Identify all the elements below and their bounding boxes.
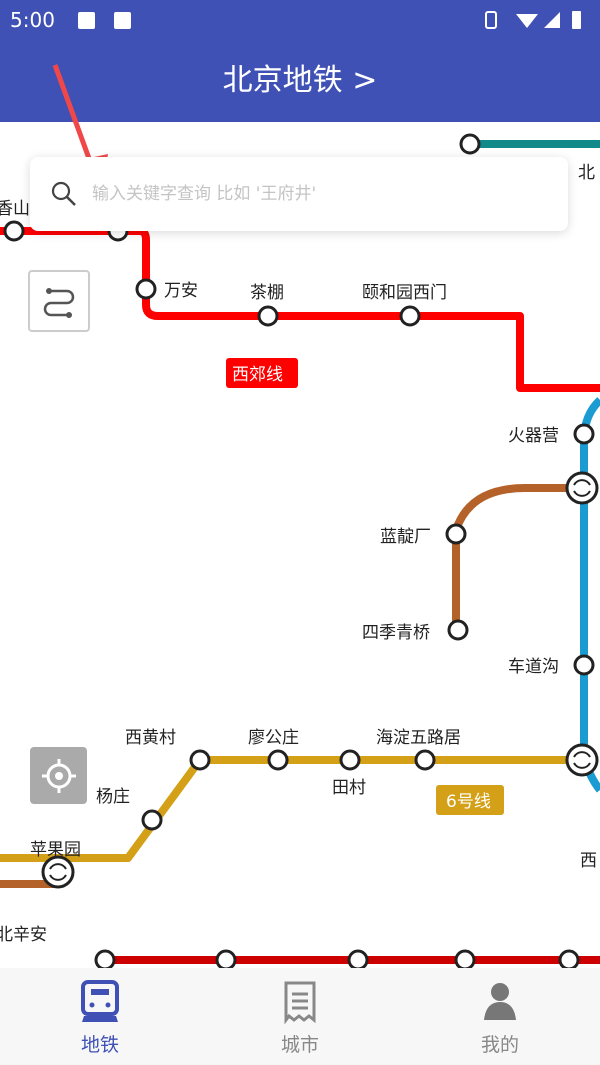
station [459, 133, 481, 155]
transfer-icon [49, 863, 67, 881]
station [447, 619, 469, 641]
search-input[interactable] [92, 184, 532, 204]
station [573, 654, 595, 676]
station-label: 四季青桥 [362, 623, 430, 643]
nav-label: 城市 [280, 1034, 319, 1056]
station [573, 423, 595, 445]
station-label: 廖公庄 [248, 728, 299, 748]
station [135, 278, 157, 300]
bottom-nav: 地铁 城市 我的 [0, 968, 600, 1065]
station [414, 749, 436, 771]
nav-me[interactable]: 我的 [400, 968, 600, 1065]
transfer-station [565, 743, 599, 777]
route-icon [43, 288, 75, 318]
station [454, 949, 476, 968]
train-icon [81, 980, 119, 1022]
station [94, 949, 116, 968]
station-label: 北辛安 [0, 925, 47, 945]
station [3, 220, 25, 242]
nav-subway[interactable]: 地铁 [0, 968, 200, 1065]
nav-label: 我的 [480, 1034, 519, 1056]
station-label: 颐和园西门 [362, 283, 447, 303]
transfer-station [41, 855, 75, 889]
image-notification-icon [78, 12, 95, 29]
station [399, 305, 421, 327]
station-label: 万安 [164, 281, 198, 301]
station [189, 749, 211, 771]
app-notification-icon [114, 12, 131, 29]
search-bar[interactable] [30, 157, 568, 231]
search-icon [51, 181, 76, 206]
station-label: 茶棚 [250, 283, 284, 303]
line6-badge [436, 785, 504, 815]
station [347, 949, 369, 968]
signal-icon [544, 12, 560, 28]
station-label: 西黄村 [125, 728, 176, 748]
city-title-button[interactable]: 北京地铁 > [0, 40, 600, 122]
receipt-icon [284, 981, 316, 1024]
system-status-icons [485, 11, 581, 29]
station [267, 749, 289, 771]
person-icon [484, 983, 516, 1020]
nav-label: 地铁 [80, 1034, 119, 1056]
station-label: 香山 [0, 199, 30, 219]
station-label: 田村 [332, 778, 366, 798]
xijiao-line [0, 227, 600, 392]
line6-name: 6号线 [446, 792, 491, 812]
locate-button[interactable] [30, 747, 87, 804]
brown-line [452, 484, 584, 630]
station-label: 苹果园 [30, 840, 81, 860]
status-bar: 5:00 [0, 0, 600, 40]
station-label: 杨庄 [96, 787, 130, 807]
page-title: 北京地铁 > [222, 63, 378, 98]
station-label: 西 [580, 851, 597, 871]
status-time: 5:00 [10, 8, 55, 32]
blue-line [580, 397, 600, 793]
battery-icon [572, 11, 581, 29]
station [141, 809, 163, 831]
station [445, 523, 467, 545]
xijiao-line-badge [226, 358, 298, 388]
station [339, 749, 361, 771]
station [558, 949, 580, 968]
subway-map[interactable]: 北 香山 万安 茶棚 颐和园西门 西郊线 火器营 蓝靛厂 四季青桥 车道沟 西黄… [0, 122, 600, 968]
station-label: 北 [578, 163, 595, 183]
vibrate-icon [485, 11, 497, 29]
wifi-icon [516, 14, 538, 28]
locate-icon [41, 758, 76, 793]
transfer-station [565, 471, 599, 505]
station-label: 蓝靛厂 [380, 527, 431, 547]
station-label: 火器营 [508, 426, 559, 446]
station-label: 车道沟 [508, 657, 559, 677]
station [257, 305, 279, 327]
transfer-icon [573, 751, 591, 769]
nav-city[interactable]: 城市 [200, 968, 400, 1065]
xijiao-line-name: 西郊线 [232, 365, 283, 385]
route-planning-button[interactable] [28, 270, 90, 332]
transfer-icon [573, 479, 591, 497]
station [215, 949, 237, 968]
station-label: 海淀五路居 [376, 728, 461, 748]
